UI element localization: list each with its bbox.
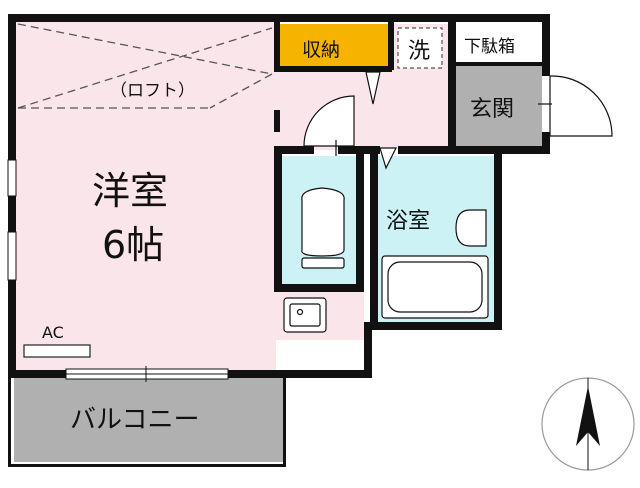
western-room-label: 洋室 bbox=[92, 169, 168, 213]
shoebox-fill bbox=[456, 24, 542, 64]
washer-box bbox=[397, 27, 443, 69]
entrance-fill bbox=[456, 64, 542, 146]
balcony-window bbox=[65, 366, 229, 382]
kitchen-sink bbox=[283, 297, 327, 333]
bathroom-door-marker bbox=[379, 147, 397, 170]
balcony-fill bbox=[14, 378, 284, 462]
western-room-size: 6帖 bbox=[102, 223, 164, 267]
storage-door-marker bbox=[365, 71, 381, 105]
left-windows bbox=[7, 159, 17, 281]
loft-label: （ロフト） bbox=[110, 81, 195, 101]
western-room-floor bbox=[14, 20, 276, 370]
entrance-label: 玄関 bbox=[470, 97, 514, 122]
shoebox-label: 下駄箱 bbox=[464, 37, 515, 57]
storage-fill bbox=[280, 24, 388, 70]
toilet-fixture bbox=[301, 187, 345, 269]
balcony-label: バルコニー bbox=[70, 405, 199, 435]
washer-label: 洗 bbox=[408, 39, 430, 64]
bathroom-label: 浴室 bbox=[386, 209, 430, 234]
entrance-door bbox=[538, 75, 613, 137]
ac-label: AC bbox=[42, 323, 64, 342]
ac-unit bbox=[23, 344, 91, 358]
bathroom-basin bbox=[455, 209, 487, 247]
north-arrow-icon bbox=[541, 377, 635, 471]
toilet-door bbox=[303, 95, 355, 156]
loft-outline bbox=[17, 23, 273, 109]
bathtub bbox=[381, 255, 489, 319]
storage-label: 収納 bbox=[302, 39, 340, 61]
hall-floor bbox=[276, 70, 450, 150]
